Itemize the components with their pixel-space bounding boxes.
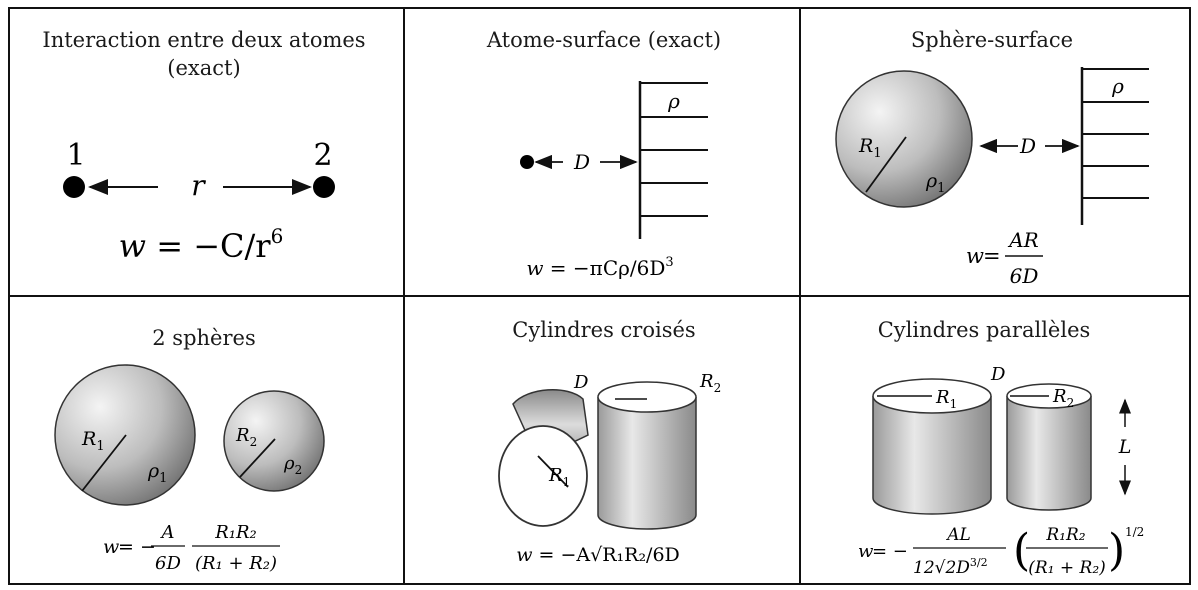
cell-title: Interaction entre deux atomes	[42, 28, 365, 52]
paren-right: )	[1108, 525, 1125, 576]
atom-1	[63, 176, 85, 198]
svg-text:= −: = −	[872, 541, 908, 562]
density-label-1: ρ1	[147, 460, 167, 486]
radius-label-1: R1	[81, 428, 105, 454]
distance-D-label: D	[990, 364, 1006, 385]
radius-label-1: R1	[935, 387, 957, 411]
cell-title: Sphère-surface	[911, 28, 1073, 52]
svg-text:R₁R₂: R₁R₂	[214, 522, 257, 543]
svg-text:AL: AL	[945, 525, 971, 545]
svg-text:= −: = −	[118, 536, 156, 558]
cylinder-2-top	[597, 381, 697, 413]
svg-text:6D: 6D	[1010, 264, 1039, 288]
radius-line-2	[239, 438, 276, 478]
radius-label-2: R2	[1052, 386, 1074, 410]
cylinder-2-body	[1007, 396, 1091, 498]
formula: w = −πCρ/6D3	[526, 255, 673, 280]
radius-label-2: R2	[235, 425, 257, 449]
interaction-table: Interaction entre deux atomes (exact) 1 …	[8, 7, 1191, 585]
radius-label-2: R2	[699, 371, 721, 395]
svg-text:w: w	[103, 536, 119, 558]
radius-label: R1	[858, 135, 882, 161]
atom-2	[313, 176, 335, 198]
formula-denominator: 12√2D3/2	[913, 556, 988, 578]
radius-line	[865, 136, 907, 193]
density-label: ρ1	[925, 170, 945, 196]
cell-title: (exact)	[167, 56, 240, 80]
cell-atom-surface: Atome-surface (exact) ρ D w = −πCρ/6D3	[486, 28, 721, 280]
cell-crossed-cylinders: Cylindres croisés R1 D R2 w = −A√R₁R₂/6D	[498, 318, 721, 566]
distance-D-label: D	[573, 150, 590, 174]
cell-sphere-surface: Sphère-surface R1 ρ1 D ρ w = AR 6D	[835, 28, 1149, 288]
cell-title: 2 sphères	[152, 326, 255, 350]
density-rho-label: ρ	[1111, 74, 1124, 98]
atom	[520, 155, 534, 169]
svg-text:1/2: 1/2	[1125, 525, 1144, 539]
distance-r-label: r	[191, 169, 206, 202]
cell-title: Cylindres parallèles	[878, 318, 1091, 342]
paren-left: (	[1013, 525, 1030, 576]
cylinder-2-body	[598, 397, 696, 515]
atom-2-label: 2	[313, 138, 332, 173]
cylinder-1-end	[498, 425, 588, 527]
svg-text:6D: 6D	[155, 553, 181, 574]
svg-text:(R₁ + R₂): (R₁ + R₂)	[195, 553, 277, 574]
cell-title: Cylindres croisés	[512, 318, 695, 342]
svg-text:w: w	[858, 541, 874, 562]
svg-text:AR: AR	[1007, 228, 1039, 252]
atom-1-label: 1	[66, 138, 85, 173]
formula: w = AR 6D	[966, 228, 1043, 288]
length-L-label: L	[1118, 436, 1132, 458]
cell-title: Atome-surface (exact)	[486, 28, 721, 52]
cell-two-atoms: Interaction entre deux atomes (exact) 1 …	[42, 28, 365, 265]
radius-label-1: R1	[548, 465, 570, 489]
svg-text:w: w	[966, 244, 984, 268]
distance-D-label: D	[573, 372, 589, 393]
cell-two-spheres: 2 sphères R1 ρ1 R2 ρ2 w = − A 6D R₁R₂ (R…	[54, 326, 325, 574]
formula: w = − AL 12√2D3/2 ( R₁R₂ (R₁ + R₂) ) 1/2	[858, 525, 1144, 578]
svg-text:A: A	[160, 522, 175, 543]
density-rho-label: ρ	[667, 89, 680, 113]
svg-text:R₁R₂: R₁R₂	[1045, 525, 1085, 545]
radius-line-1	[537, 455, 569, 488]
density-label-2: ρ2	[283, 453, 302, 477]
cell-parallel-cylinders: Cylindres parallèles R1 R2 D L w = − AL …	[858, 318, 1144, 578]
svg-text:=: =	[983, 244, 1001, 268]
formula: w = −C/r6	[119, 224, 284, 265]
distance-D-label: D	[1019, 134, 1036, 158]
radius-line-1	[81, 434, 127, 492]
formula: w = −A√R₁R₂/6D	[516, 544, 680, 566]
formula: w = − A 6D R₁R₂ (R₁ + R₂)	[103, 522, 280, 574]
svg-text:(R₁ + R₂): (R₁ + R₂)	[1028, 558, 1106, 578]
